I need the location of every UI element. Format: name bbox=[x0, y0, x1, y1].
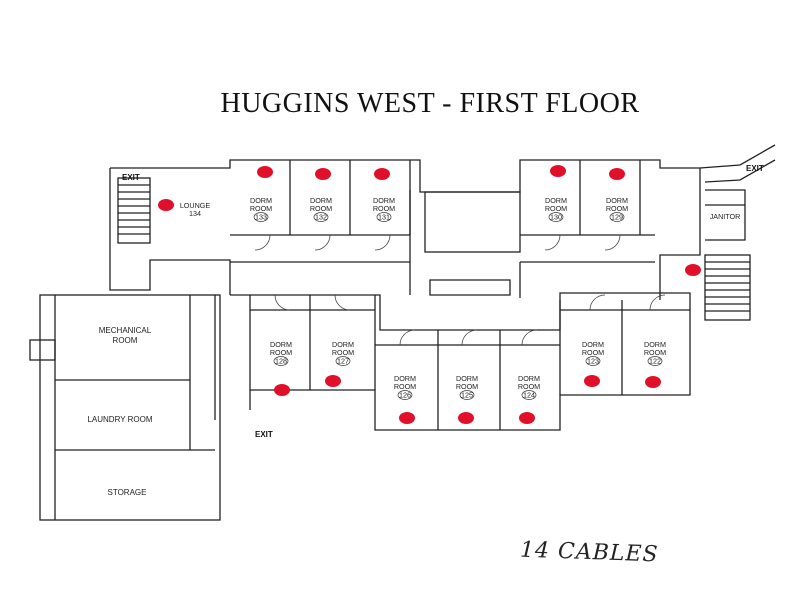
room-number: 126 bbox=[399, 391, 411, 400]
dorm-room-label: DORM bbox=[582, 340, 604, 349]
dorm-room-label: ROOM bbox=[456, 382, 478, 391]
room-number-oval bbox=[253, 212, 269, 222]
room-number-oval bbox=[585, 356, 601, 366]
cable-markers bbox=[158, 165, 701, 424]
dorm-room-label: DORM bbox=[373, 196, 395, 205]
cable-marker bbox=[325, 375, 341, 387]
dorm-room-label: DORM bbox=[518, 374, 540, 383]
cable-marker bbox=[399, 412, 415, 424]
room-number: 131 bbox=[378, 213, 390, 222]
cable-marker bbox=[550, 165, 566, 177]
cable-marker bbox=[645, 376, 661, 388]
room-number: 123 bbox=[587, 357, 599, 366]
dorm-room-label: DORM bbox=[310, 196, 332, 205]
dorm-room-label: ROOM bbox=[644, 348, 666, 357]
room-number: 124 bbox=[523, 391, 535, 400]
cable-marker bbox=[374, 168, 390, 180]
cable-marker bbox=[519, 412, 535, 424]
lounge-number: 134 bbox=[189, 209, 201, 218]
room-number-oval bbox=[609, 212, 625, 222]
cable-marker bbox=[315, 168, 331, 180]
mechanical-label-2: ROOM bbox=[113, 336, 138, 345]
room-number: 130 bbox=[550, 213, 562, 222]
room-number: 128 bbox=[275, 357, 287, 366]
cable-marker bbox=[257, 166, 273, 178]
lounge-label: LOUNGE bbox=[180, 201, 211, 210]
room-number-oval bbox=[397, 390, 413, 400]
room-number-oval bbox=[273, 356, 289, 366]
dorm-room-label: ROOM bbox=[310, 204, 332, 213]
cable-count-note: 14 CABLES bbox=[519, 537, 660, 568]
room-number: 133 bbox=[255, 213, 267, 222]
room-number: 125 bbox=[461, 391, 473, 400]
dorm-room-label: DORM bbox=[606, 196, 628, 205]
dorm-room-label: DORM bbox=[250, 196, 272, 205]
room-number-oval bbox=[313, 212, 329, 222]
dorm-room-label: ROOM bbox=[332, 348, 354, 357]
plan-title: HUGGINS WEST - FIRST FLOOR bbox=[220, 88, 640, 119]
cable-marker bbox=[584, 375, 600, 387]
dorm-room-label: ROOM bbox=[518, 382, 540, 391]
dorm-room-label: ROOM bbox=[582, 348, 604, 357]
dorm-room-label: ROOM bbox=[606, 204, 628, 213]
cable-marker bbox=[458, 412, 474, 424]
dorm-room-label: DORM bbox=[456, 374, 478, 383]
room-number-oval bbox=[459, 390, 475, 400]
room-number-oval bbox=[548, 212, 564, 222]
storage-label: STORAGE bbox=[108, 488, 147, 497]
exit-label-top-left: EXIT bbox=[122, 173, 140, 182]
dorm-room-label: DORM bbox=[270, 340, 292, 349]
dorm-room-label: ROOM bbox=[545, 204, 567, 213]
dorm-room-label: ROOM bbox=[270, 348, 292, 357]
dorm-room-label: DORM bbox=[545, 196, 567, 205]
room-number-oval bbox=[376, 212, 392, 222]
dorm-room-label: ROOM bbox=[250, 204, 272, 213]
cable-marker bbox=[158, 199, 174, 211]
dorm-room-label: ROOM bbox=[373, 204, 395, 213]
laundry-label: LAUNDRY ROOM bbox=[87, 415, 152, 424]
dorm-room-label: ROOM bbox=[394, 382, 416, 391]
exit-label-top-right: EXIT bbox=[746, 164, 764, 173]
mechanical-label: MECHANICAL bbox=[99, 326, 152, 335]
room-number: 129 bbox=[611, 213, 623, 222]
dorm-rooms: DORMROOM133DORMROOM132DORMROOM131DORMROO… bbox=[250, 196, 666, 400]
cable-marker bbox=[274, 384, 290, 396]
dorm-room-label: DORM bbox=[394, 374, 416, 383]
room-number: 122 bbox=[649, 357, 661, 366]
room-number-oval bbox=[335, 356, 351, 366]
room-number: 132 bbox=[315, 213, 327, 222]
room-number: 127 bbox=[337, 357, 349, 366]
cable-marker bbox=[609, 168, 625, 180]
cable-marker bbox=[685, 264, 701, 276]
room-number-oval bbox=[647, 356, 663, 366]
dorm-room-label: DORM bbox=[332, 340, 354, 349]
exit-label-bottom: EXIT bbox=[255, 430, 273, 439]
dorm-room-label: DORM bbox=[644, 340, 666, 349]
room-number-oval bbox=[521, 390, 537, 400]
janitor-label: JANITOR bbox=[710, 212, 741, 221]
